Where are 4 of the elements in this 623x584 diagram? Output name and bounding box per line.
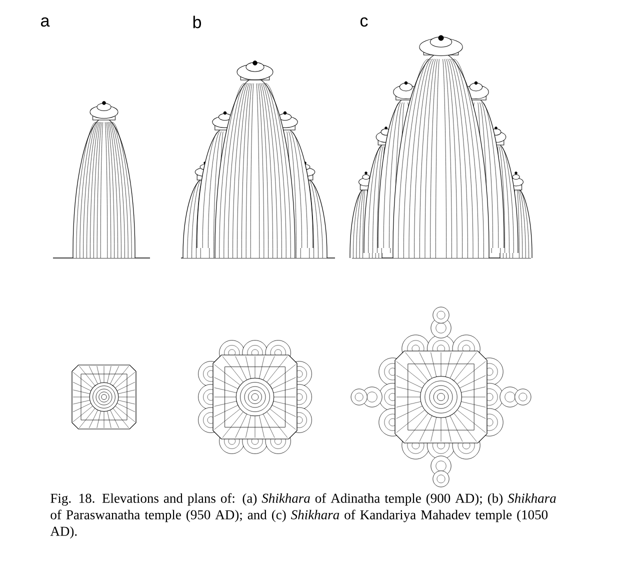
panel-label: b [193,16,202,28]
caption: Fig. 18. Elevations and plans of: (a) Shikhara of Adinatha temple (900 AD); (b) Shikhara of Paraswanatha temple (950 AD); and (c) Shikhara of Kandariya Mahadev temple (1050 AD). [50,493,556,539]
panel-label: a [41,17,50,27]
panel-label: c [360,17,368,27]
